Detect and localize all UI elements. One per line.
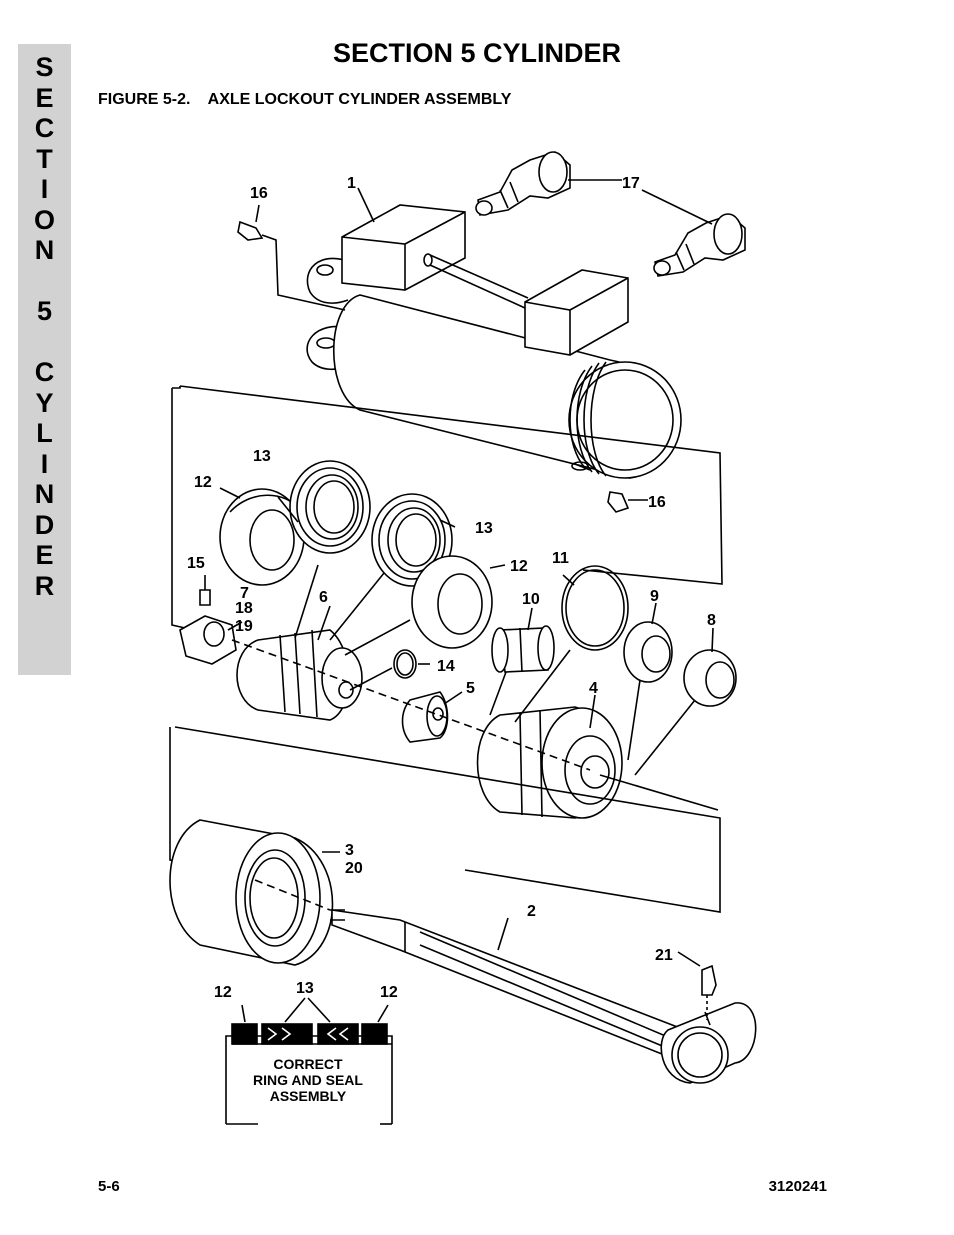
callout-16a: 16 <box>250 185 268 202</box>
cylinder-barrel <box>306 204 682 479</box>
section-tab-letter: C <box>34 357 55 387</box>
callout-10: 10 <box>522 591 540 608</box>
bleeder-screw-upper <box>237 220 264 241</box>
callout-2: 2 <box>527 903 536 920</box>
inset-label-12-right: 12 <box>380 984 398 1001</box>
callout-8: 8 <box>707 612 716 629</box>
page-title: SECTION 5 CYLINDER <box>332 38 622 68</box>
section-tab-letter: D <box>34 509 55 540</box>
callout-17: 17 <box>622 175 640 192</box>
backup-ring-12a <box>219 488 305 586</box>
section-tab-letter: R <box>34 570 55 601</box>
callout-20: 20 <box>345 860 363 877</box>
callout-6: 6 <box>319 589 328 606</box>
wiper-8 <box>683 649 737 707</box>
callout-16b: 16 <box>648 494 666 511</box>
section-tab-letter: O <box>33 204 55 235</box>
cylinder-head-4 <box>476 706 623 819</box>
section-tab-letter: E <box>35 82 54 113</box>
port-fitting-lower <box>653 213 746 277</box>
lock-nut <box>179 615 237 665</box>
callout-4: 4 <box>589 680 598 697</box>
document-number: 3120241 <box>768 1178 827 1195</box>
head-gland-3 <box>169 819 334 966</box>
callout-1: 1 <box>347 175 356 192</box>
callout-11: 11 <box>552 550 569 567</box>
seal-inset-box <box>225 997 393 1125</box>
figure-caption: FIGURE 5-2. AXLE LOCKOUT CYLINDER ASSEMB… <box>98 91 512 108</box>
section-tab-letter: C <box>34 113 55 143</box>
piston-6 <box>236 629 363 721</box>
section-tab-letter: 5 <box>36 296 53 326</box>
callout-18: 18 <box>235 600 253 617</box>
callout-13a: 13 <box>253 448 271 465</box>
callout-21: 21 <box>655 947 673 964</box>
callout-19: 19 <box>235 618 253 635</box>
callout-7: 7 <box>240 585 249 602</box>
backup-ring-12b <box>411 555 493 649</box>
callout-5: 5 <box>466 680 475 697</box>
bushing-10 <box>491 625 555 673</box>
o-ring-14 <box>393 649 417 679</box>
section-tab-letter: Y <box>35 387 54 418</box>
inset-text-line3: ASSEMBLY <box>270 1088 347 1104</box>
grease-fitting-21 <box>701 964 717 1020</box>
set-screw-15 <box>199 589 211 606</box>
callout-12b: 12 <box>510 558 528 575</box>
page-number: 5-6 <box>98 1178 120 1195</box>
inset-text-line2: RING AND SEAL <box>253 1072 363 1088</box>
callout-13b: 13 <box>475 520 493 537</box>
section-tab-letter: L <box>36 418 53 448</box>
spacer-5 <box>401 691 449 743</box>
callout-12a: 12 <box>194 474 212 491</box>
section-tab-letter: T <box>36 143 53 174</box>
section-tab-letter: N <box>34 235 55 265</box>
bleeder-screw-lower <box>607 491 630 513</box>
callout-9: 9 <box>650 588 659 605</box>
o-ring-11 <box>561 565 629 651</box>
wear-ring-9 <box>623 621 673 683</box>
section-tab-letter: S <box>35 52 54 82</box>
port-fitting-upper <box>475 151 571 216</box>
seal-13a <box>289 460 371 554</box>
section-tab-letter: I <box>40 174 49 204</box>
section-tab-letter: I <box>40 448 49 479</box>
callout-14: 14 <box>437 658 455 675</box>
inset-label-12-left: 12 <box>214 984 232 1001</box>
section-tab-letter: N <box>34 479 55 509</box>
inset-text-line1: CORRECT <box>273 1056 343 1072</box>
section-tab-letter: E <box>35 540 54 570</box>
piston-rod-2 <box>254 879 757 1084</box>
callout-15: 15 <box>187 555 205 572</box>
callout-3: 3 <box>345 842 354 859</box>
inset-label-13: 13 <box>296 980 314 997</box>
